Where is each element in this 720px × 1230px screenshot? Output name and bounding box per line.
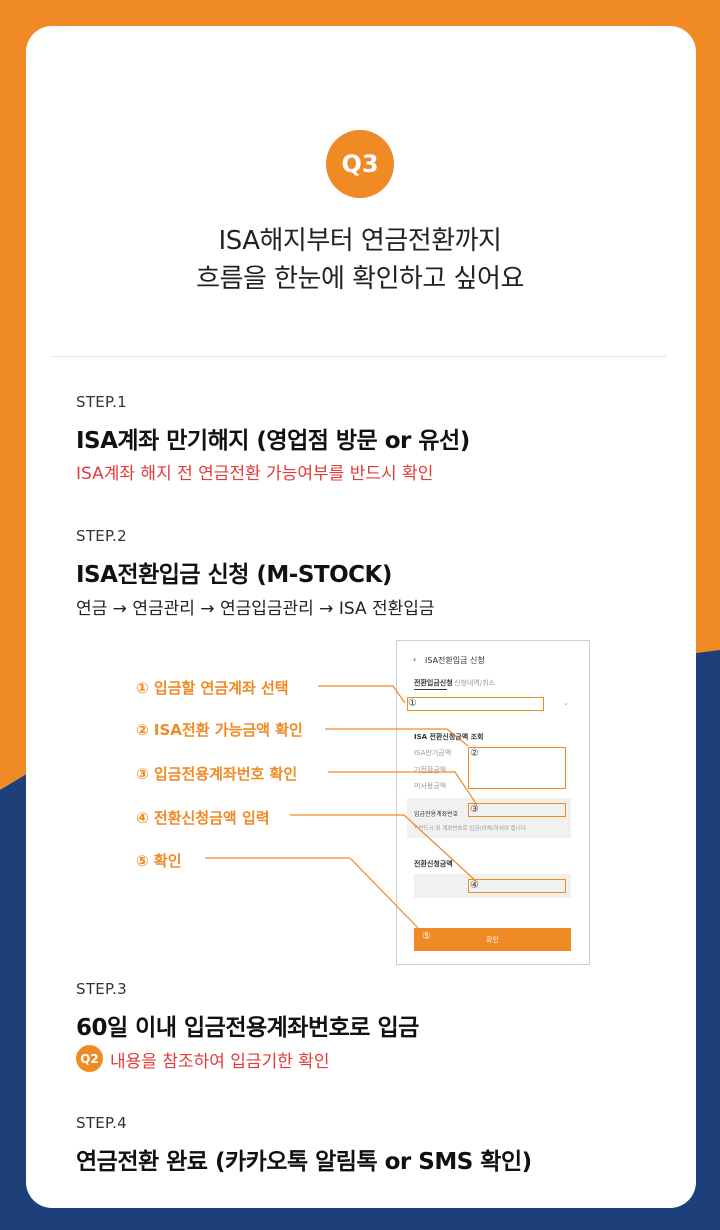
callout-3: ③ 입금전용계좌번호 확인 bbox=[136, 765, 298, 783]
marker-4: ④ bbox=[470, 880, 479, 891]
mockup-confirm-button: 확인 bbox=[414, 928, 571, 951]
callout-1: ① 입금할 연금계좌 선택 bbox=[136, 679, 289, 697]
mockup-row2: 기전환금액 bbox=[414, 766, 447, 774]
mockup-header: ISA전환입금 신청 bbox=[425, 656, 485, 665]
step2-title: ISA전환입금 신청 (M-STOCK) bbox=[76, 562, 392, 588]
highlight-box-3 bbox=[468, 803, 566, 817]
highlight-box-1 bbox=[407, 697, 544, 711]
step2-label: STEP.2 bbox=[76, 527, 127, 545]
step1-note: ISA계좌 해지 전 연금전환 가능여부를 반드시 확인 bbox=[76, 464, 434, 484]
step3-title: 60일 이내 입금전용계좌번호로 입금 bbox=[76, 1015, 419, 1041]
step1-title: ISA계좌 만기해지 (영업점 방문 or 유선) bbox=[76, 428, 470, 454]
step4-title: 연금전환 완료 (카카오톡 알림톡 or SMS 확인) bbox=[76, 1149, 532, 1175]
page-title-line2: 흐름을 한눈에 확인하고 싶어요 bbox=[196, 264, 524, 294]
step4-label: STEP.4 bbox=[76, 1114, 127, 1132]
marker-2: ② bbox=[470, 748, 479, 759]
highlight-box-2 bbox=[468, 747, 566, 789]
mockup-amount-title: 전환신청금액 bbox=[414, 860, 453, 868]
page-title-line1: ISA해지부터 연금전환까지 bbox=[218, 226, 502, 256]
mockup-account-note: * 반드시 위 계좌번호로 입금(이체)하셔야 합니다. bbox=[414, 826, 528, 832]
step3-label: STEP.3 bbox=[76, 980, 127, 998]
mockup-section-title: ISA 전환신청금액 조회 bbox=[414, 733, 484, 741]
mockup-tab-inactive: 신청내역/취소 bbox=[454, 679, 495, 687]
app-screen-mockup: ‹ ISA전환입금 신청 전환입금신청 신청내역/취소 ⌄ ① ISA 전환신청… bbox=[396, 640, 590, 965]
step2-menu-path: 연금 → 연금관리 → 연금입금관리 → ISA 전환입금 bbox=[76, 599, 435, 619]
mockup-account-label: 입금전용계좌번호 bbox=[414, 811, 459, 818]
mockup-confirm-label: 확인 bbox=[486, 935, 499, 944]
callout-4: ④ 전환신청금액 입력 bbox=[136, 809, 270, 827]
tab-underline bbox=[414, 689, 447, 690]
mockup-row3: 미사용금액 bbox=[414, 782, 447, 790]
step3-note: 내용을 참조하여 입금기한 확인 bbox=[110, 1052, 330, 1072]
divider bbox=[52, 356, 666, 357]
content-card bbox=[26, 26, 696, 1208]
dropdown-chevron-icon: ⌄ bbox=[563, 699, 569, 707]
callout-5: ⑤ 확인 bbox=[136, 852, 182, 870]
back-chevron-icon: ‹ bbox=[413, 655, 417, 664]
mockup-row1: ISA만기금액 bbox=[414, 749, 452, 757]
callout-2: ② ISA전환 가능금액 확인 bbox=[136, 721, 303, 739]
q2-badge: Q2 bbox=[76, 1045, 103, 1072]
marker-5: ⑤ bbox=[422, 931, 431, 942]
highlight-box-4 bbox=[468, 879, 566, 893]
marker-3: ③ bbox=[470, 804, 479, 815]
step1-label: STEP.1 bbox=[76, 393, 127, 411]
q3-badge: Q3 bbox=[326, 130, 394, 198]
mockup-tab-active: 전환입금신청 bbox=[414, 679, 453, 687]
marker-1: ① bbox=[408, 698, 417, 709]
